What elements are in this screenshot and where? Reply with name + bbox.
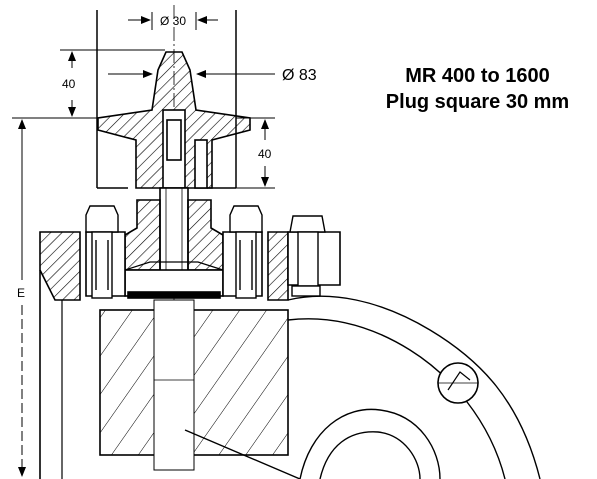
dimension-lower-height [236,117,275,189]
depth-label: E [17,286,25,300]
dimension-upper-height [60,49,165,119]
plug-block [99,299,289,471]
body-outline [184,295,541,479]
left-bolt [85,205,119,299]
upper-height-label: 40 [62,77,76,91]
drawing-title-line2: Plug square 30 mm [385,91,570,113]
pivot-pin [437,362,479,404]
drawing-title-line1: MR 400 to 1600 [405,65,550,87]
operating-key [97,51,251,189]
dimension-depth [12,117,60,477]
body-diameter-label: Ø 83 [282,67,317,84]
dimension-top-diameter [128,12,218,30]
side-bolt [289,215,326,297]
right-bolt [229,205,263,299]
top-diameter-label: Ø 30 [160,14,186,28]
lower-height-label: 40 [258,147,272,161]
